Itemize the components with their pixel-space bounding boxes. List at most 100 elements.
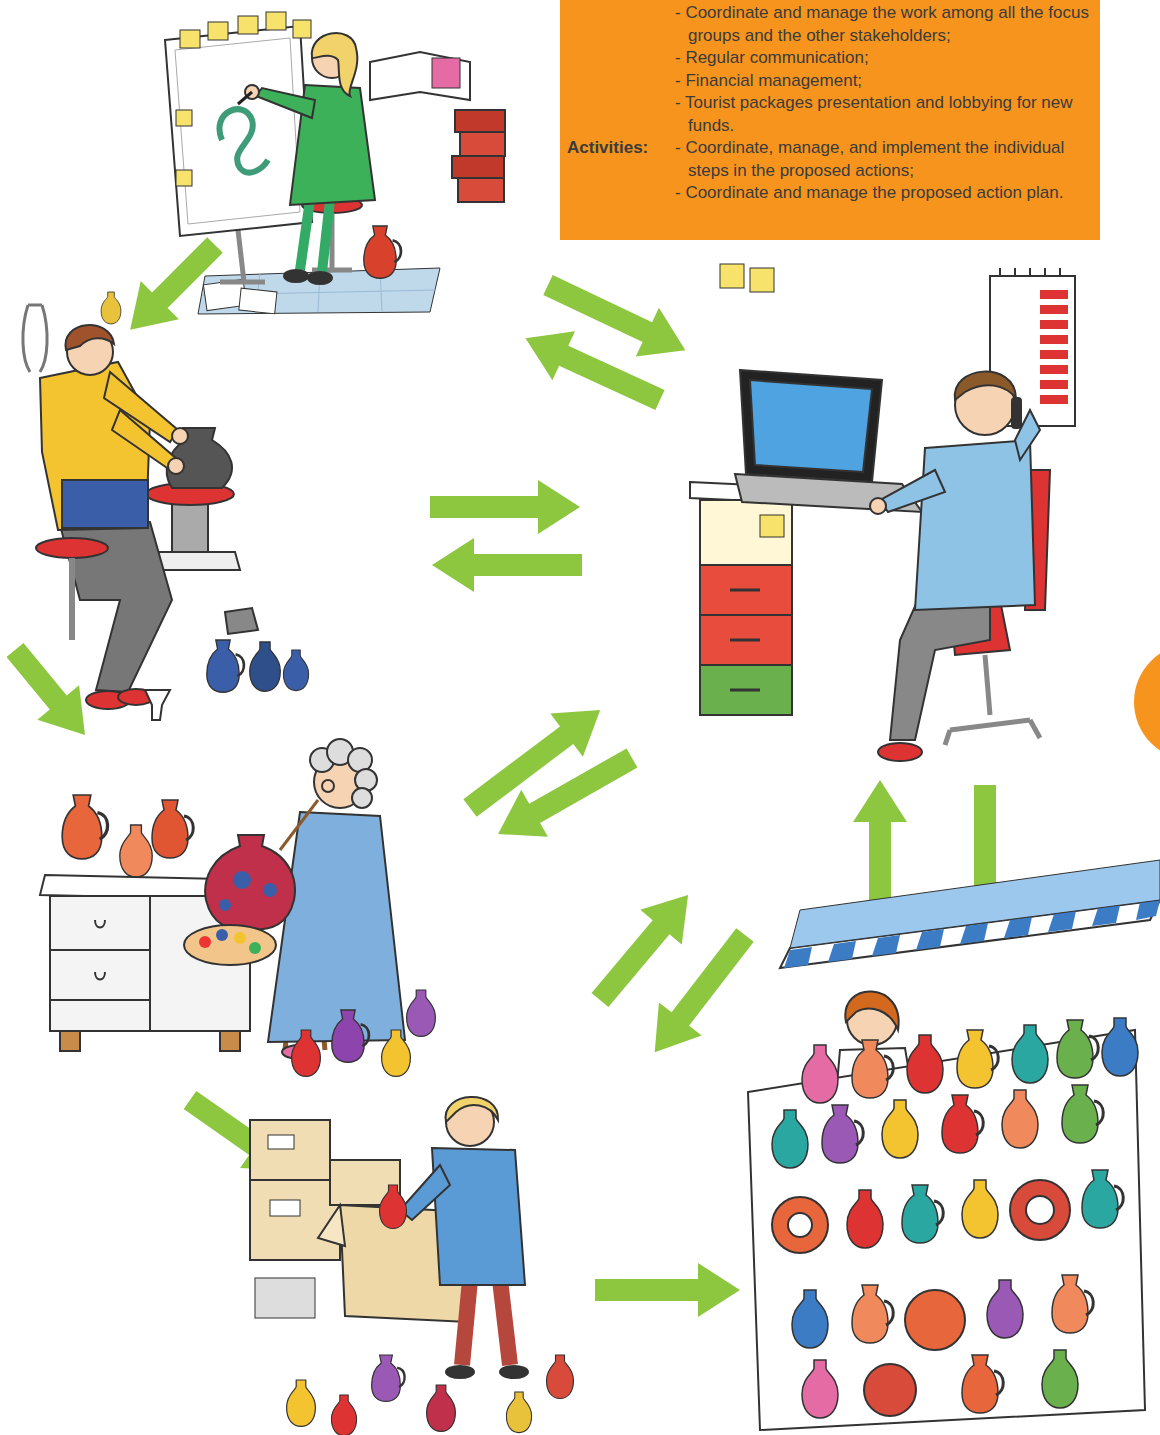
manager-figure (750, 268, 774, 292)
seller-figure (864, 1364, 916, 1416)
seller-figure (1102, 1018, 1138, 1076)
seller-figure (802, 1360, 838, 1418)
designer-figure (460, 132, 505, 156)
painter-figure (62, 795, 107, 859)
designer-figure (293, 20, 311, 38)
manager-figure (720, 264, 744, 288)
bullet-text: - Coordinate, manage, and implement the … (675, 137, 1095, 182)
packer-figure (270, 1200, 300, 1216)
manager-figure (750, 380, 872, 472)
painter-figure (50, 896, 150, 1031)
packer-figure (255, 1278, 315, 1318)
painter-figure (352, 788, 372, 808)
seller-figure (872, 935, 900, 956)
seller-figure (1042, 1350, 1078, 1408)
seller-figure (907, 1035, 943, 1093)
potter-figure (172, 498, 208, 552)
designer-figure (198, 268, 440, 314)
designer-figure (208, 22, 228, 40)
seller-figure (1012, 1025, 1048, 1083)
designer-figure (238, 92, 252, 104)
potter-figure (145, 690, 170, 720)
designer-figure (180, 30, 200, 48)
painter-figure (219, 899, 231, 911)
seller-figure (852, 1040, 893, 1098)
manager-figure (760, 515, 784, 537)
potter-figure (283, 650, 308, 691)
manager-figure (740, 370, 882, 482)
manager-figure (690, 264, 1075, 761)
manager-figure (730, 590, 760, 690)
flow-arrow (0, 633, 106, 752)
seller-figure (1062, 1085, 1103, 1143)
manager-figure (955, 372, 1016, 400)
painter-figure (263, 883, 277, 897)
painter-figure (40, 739, 435, 1076)
packer-figure (318, 1205, 345, 1246)
painter-figure (60, 1031, 80, 1051)
designer-figure (239, 288, 277, 314)
seller-figure (792, 1290, 828, 1348)
painter-figure (152, 800, 193, 858)
seller-figure (1010, 1180, 1070, 1240)
manager-figure (1040, 380, 1068, 389)
seller-figure (902, 1185, 943, 1243)
seller-figure (847, 1190, 883, 1248)
seller-figure (772, 1197, 828, 1253)
flow-arrow (430, 480, 580, 534)
manager-figure (1040, 290, 1068, 404)
packer-figure (250, 1097, 574, 1435)
potter-figure (36, 538, 108, 558)
packer-figure (446, 1097, 498, 1122)
designer-figure (300, 200, 330, 272)
flow-arrow (514, 314, 671, 425)
section-label: Activities: (567, 137, 648, 160)
designer-figure (175, 38, 300, 224)
bullet-text: - Coordinate and manage the proposed act… (675, 182, 1095, 205)
text-column: - Coordinate, manage, and implement the … (675, 137, 1095, 205)
designer-figure (458, 178, 504, 202)
seller-figure (916, 929, 944, 950)
seller-figure (962, 1180, 998, 1238)
flow-arrow (485, 735, 646, 858)
manager-figure (945, 655, 1040, 745)
packer-figure (446, 1366, 474, 1378)
seller-figure (1002, 1090, 1038, 1148)
seller-figure (1057, 1020, 1098, 1078)
seller-figure (822, 1105, 863, 1163)
painter-figure (292, 1030, 321, 1076)
potter-figure (225, 608, 258, 634)
designer-figure (452, 156, 504, 178)
manager-figure (1040, 365, 1068, 374)
seller-figure (845, 991, 898, 1030)
potter-figure (250, 642, 281, 691)
painter-figure (220, 1031, 240, 1051)
seller-figure (882, 1100, 918, 1158)
manager-figure (1040, 290, 1068, 299)
painter-figure (268, 812, 405, 1042)
packer-figure (250, 1180, 340, 1260)
packer-figure (331, 1395, 356, 1435)
painter-figure (249, 942, 261, 954)
manager-figure (1040, 320, 1068, 329)
packer-figure (400, 1165, 450, 1220)
packer-figure (250, 1120, 330, 1180)
potter-figure (66, 325, 114, 350)
packer-figure (287, 1380, 316, 1426)
designer-figure (266, 12, 286, 30)
designer-figure (176, 170, 192, 186)
painter-figure (199, 936, 211, 948)
potter-figure (167, 428, 232, 488)
packer-figure (380, 1185, 407, 1229)
packer-figure (372, 1355, 405, 1401)
painter-figure (280, 800, 318, 850)
potter-figure (23, 292, 309, 720)
packer-figure (427, 1385, 456, 1431)
manager-figure (915, 440, 1035, 610)
potter-figure (172, 428, 188, 444)
seller-figure (957, 1030, 998, 1088)
designer-figure (284, 270, 308, 282)
seller-figure (828, 941, 856, 962)
bullet-text: - Tourist packages presentation and lobb… (675, 92, 1095, 137)
painter-figure (233, 871, 251, 889)
